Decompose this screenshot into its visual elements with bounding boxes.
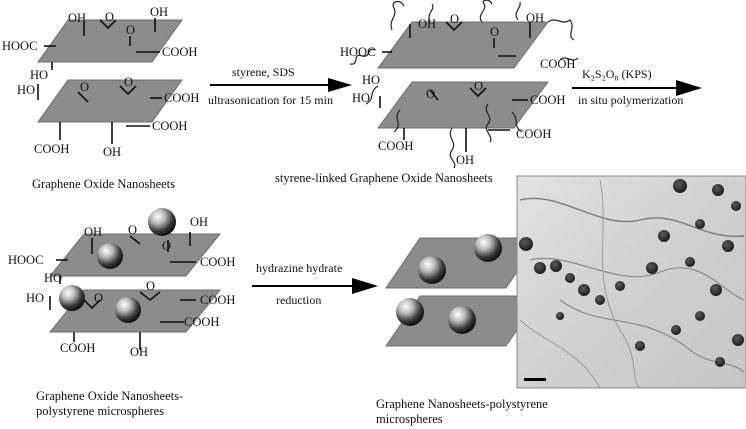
ho-label: HO: [30, 68, 48, 82]
tem-sphere: [731, 201, 741, 211]
cooh-label: COOH: [378, 139, 413, 153]
tem-sphere: [565, 273, 575, 283]
tem-sphere: [722, 240, 734, 252]
condition-hydrazine-hydrate: hydrazine hydrate: [256, 261, 342, 275]
oh-label: OH: [190, 215, 208, 229]
polystyrene-sphere: [474, 234, 502, 262]
tem-micrograph: [516, 175, 746, 389]
polystyrene-sphere: [115, 297, 141, 323]
tem-sphere: [646, 262, 658, 274]
oh-label: OH: [84, 225, 102, 239]
tem-sphere: [635, 341, 645, 351]
styrene-linked-go-panel: OH O OH O HOOC COOH HO HO O O COOH COOH …: [275, 0, 579, 185]
hooc-label: HOOC: [2, 39, 37, 53]
tem-sphere: [519, 237, 533, 251]
styrene-go-sheet-top: [377, 21, 549, 69]
o-label: O: [474, 79, 483, 93]
cooh-label: COOH: [184, 315, 219, 329]
cooh-label: COOH: [530, 93, 565, 107]
cooh-label: COOH: [162, 45, 197, 59]
condition-reduction: reduction: [276, 293, 321, 307]
oh-label: OH: [526, 11, 544, 25]
cooh-label: COOH: [200, 255, 235, 269]
caption-go-ps-line1: Graphene Oxide Nanosheets-: [36, 389, 183, 403]
tem-sphere: [615, 281, 625, 291]
cooh-label: COOH: [152, 119, 187, 133]
o-label: O: [490, 25, 499, 39]
ho-label: HO: [362, 73, 380, 87]
polystyrene-sphere: [97, 243, 123, 269]
o-label: O: [80, 80, 89, 94]
go-polystyrene-panel: OH O OH O HOOC COOH HO HO O O COOH COOH …: [8, 208, 235, 418]
polystyrene-sphere: [59, 285, 85, 311]
styrene-go-sheet-bottom: [377, 81, 549, 129]
tem-sphere: [595, 295, 605, 305]
tem-sphere: [685, 257, 695, 267]
oh-label: OH: [150, 5, 168, 19]
tem-sphere: [695, 219, 705, 229]
tem-sphere: [556, 312, 564, 320]
cooh-label: COOH: [34, 142, 69, 156]
condition-in-situ-polymerization: in situ polymerization: [578, 93, 683, 107]
reaction-arrow-3: hydrazine hydrate reduction: [252, 261, 378, 307]
hooc-label: HOOC: [8, 253, 43, 267]
tem-sphere: [712, 184, 724, 196]
cooh-label: COOH: [540, 57, 575, 71]
polystyrene-sphere: [396, 298, 424, 326]
caption-graphene-oxide: Graphene Oxide Nanosheets: [32, 177, 175, 191]
tem-sphere: [732, 334, 744, 346]
polystyrene-sphere: [148, 208, 176, 236]
o-label: O: [126, 23, 135, 37]
caption-go-ps-line2: polystyrene microspheres: [36, 404, 164, 418]
oh-label: OH: [130, 345, 148, 359]
caption-g-ps-line2: microspheres: [376, 412, 443, 426]
tem-sphere: [671, 325, 681, 335]
hooc-label: HOOC: [340, 45, 375, 59]
oh-label: OH: [103, 145, 121, 159]
graphene-oxide-nanosheets-panel: OH O OH O HOOC COOH HO HO O O COOH COOH …: [2, 5, 199, 191]
polystyrene-sphere: [448, 306, 476, 334]
go-sheet-bottom: [37, 79, 183, 123]
o-label: O: [450, 12, 459, 26]
o-label: O: [124, 75, 133, 89]
ho-label: HO: [17, 83, 35, 97]
oh-label: OH: [456, 153, 474, 167]
ho-label: HO: [352, 91, 370, 105]
o-label: O: [146, 279, 155, 293]
reaction-arrow-2: K₂S₂O₈ (KPS) in situ polymerization: [572, 67, 702, 107]
tem-sphere: [673, 179, 687, 193]
cooh-label: COOH: [516, 127, 551, 141]
tem-sphere: [710, 284, 722, 296]
condition-ultrasonication: ultrasonication for 15 min: [208, 93, 333, 107]
tem-sphere: [658, 230, 670, 242]
oh-label: OH: [68, 11, 86, 25]
caption-g-ps-line1: Graphene Nanosheets-polystyrene: [376, 397, 548, 411]
o-label: O: [94, 291, 103, 305]
ho-label: HO: [44, 271, 62, 285]
polystyrene-sphere: [418, 256, 446, 284]
o-label: O: [426, 87, 435, 101]
condition-kps: K₂S₂O₈ (KPS): [582, 67, 652, 81]
o-label: O: [105, 10, 114, 24]
caption-styrene-linked-go: styrene-linked Graphene Oxide Nanosheets: [275, 171, 493, 185]
o-label: O: [162, 239, 171, 253]
ho-label: HO: [26, 291, 44, 305]
tem-sphere: [695, 311, 705, 321]
cooh-label: COOH: [60, 341, 95, 355]
tem-sphere: [715, 357, 725, 367]
reaction-arrow-1: styrene, SDS ultrasonication for 15 min: [208, 65, 352, 107]
tem-sphere: [534, 262, 546, 274]
o-label: O: [128, 223, 137, 237]
tem-sphere: [550, 260, 562, 272]
oh-label: OH: [418, 17, 436, 31]
graphene-polystyrene-panel: Graphene Nanosheets-polystyrene microsph…: [376, 234, 548, 426]
condition-styrene-sds: styrene, SDS: [232, 65, 295, 79]
cooh-label: COOH: [164, 91, 199, 105]
tem-scale-bar: [524, 378, 546, 381]
cooh-label: COOH: [200, 293, 235, 307]
tem-sphere: [578, 284, 590, 296]
